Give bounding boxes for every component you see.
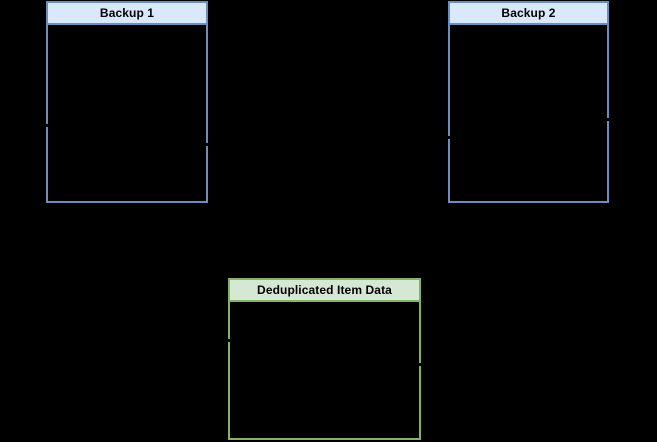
node-backup-2-title: Backup 2 [450,3,607,25]
connector-endpoint-backup-2-right [603,118,610,121]
node-deduplicated-item-data-title: Deduplicated Item Data [230,280,419,302]
node-deduplicated-item-data-body [230,302,419,438]
connector-endpoint-backup-1-left [43,124,50,127]
connector-endpoint-dedup-left [225,339,232,342]
node-backup-2: Backup 2 [448,1,609,203]
node-deduplicated-item-data: Deduplicated Item Data [228,278,421,440]
node-backup-1-body [48,25,206,201]
node-backup-1-title: Backup 1 [48,3,206,25]
connector-endpoint-backup-1-right [203,143,210,146]
connector-endpoint-dedup-right [416,363,423,366]
node-backup-2-body [450,25,607,201]
connector-endpoint-backup-2-left [445,136,452,139]
node-backup-1: Backup 1 [46,1,208,203]
